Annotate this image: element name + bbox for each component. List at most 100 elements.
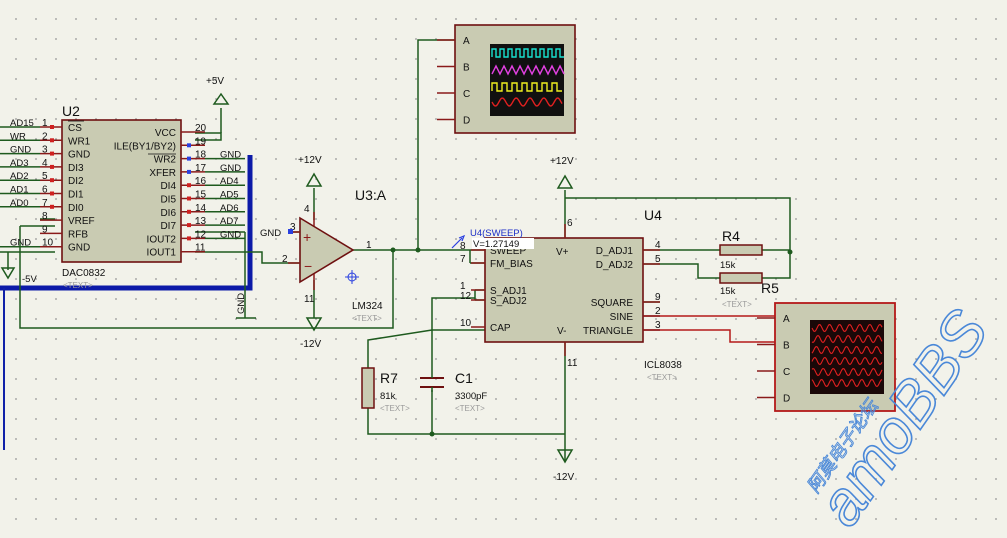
scope2-trace — [811, 367, 883, 377]
u4-right-pin-num: 2 — [655, 306, 661, 317]
u2-left-net-label: GND — [10, 238, 31, 249]
u4-bottom-pin-name: V- — [557, 326, 566, 337]
u2-pin-marker — [50, 178, 54, 183]
scope1-trace — [491, 48, 564, 58]
u2-right-pin-name: DI5 — [160, 195, 176, 206]
u2-left-net-label: GND — [10, 145, 31, 156]
u2-left-pin-name: GND — [68, 150, 90, 161]
u2-part: DAC0832 — [62, 268, 106, 279]
u2-right-pin-name: ILE(BY1/BY2) — [114, 141, 176, 152]
u2-right-pin-name: DI6 — [160, 208, 176, 219]
u2-left-pin-name: RFB — [68, 229, 88, 240]
u2-pin-marker — [187, 196, 191, 201]
vee12-b-label: -12V — [553, 472, 574, 483]
u4-text-tag: <TEXT> — [647, 373, 677, 382]
u2-left-pin-num: 6 — [42, 185, 48, 196]
u3-opamp[interactable]: + − 3 2 1 4 11 U3:A LM324 <TEXT> GND — [260, 187, 387, 323]
u2-left-net-label: AD2 — [10, 171, 28, 182]
r5-ref: R5 — [761, 280, 779, 296]
probe-value-box — [472, 238, 534, 249]
u3-pin-plus: 3 — [290, 222, 296, 233]
u2-pin-marker — [187, 143, 191, 148]
u2-pin-marker — [50, 204, 54, 209]
r7-ref: R7 — [380, 370, 398, 386]
u2-left-net-label: WR — [10, 131, 26, 142]
c1-capacitor[interactable]: C1 3300pF <TEXT> — [420, 370, 487, 413]
scope2-channel-label: A — [783, 314, 790, 325]
u2-right-net-label: AD6 — [220, 203, 238, 214]
vcc12-b-label: +12V — [550, 156, 574, 167]
u4-right-pin-name: SQUARE — [591, 298, 634, 309]
scope2-channel-label: D — [783, 394, 790, 405]
u2-left-pin-num: 3 — [42, 145, 48, 156]
u2-right-pin-name: IOUT2 — [147, 234, 177, 245]
u2-left-pin-name: DI3 — [68, 163, 84, 174]
r4-value: 15k — [720, 260, 736, 271]
u2-pin-marker — [50, 191, 54, 196]
u4-left-pin-name: SWEEP — [490, 246, 526, 257]
u3-pin-vee: 11 — [304, 294, 315, 305]
r7-text-tag: <TEXT> — [380, 404, 410, 413]
u2-right-net-label: GND — [220, 229, 241, 240]
u3-pin-minus: 2 — [282, 254, 288, 265]
u2-pin-marker — [187, 183, 191, 188]
scope2-trace — [811, 334, 883, 344]
u2-pin-marker — [187, 223, 191, 228]
u2-left-net-label: AD1 — [10, 185, 28, 196]
u2-right-pin-num: 18 — [195, 150, 207, 161]
u4-right-pin-num: 4 — [655, 240, 661, 251]
u2-ref: U2 — [62, 103, 80, 119]
gnd-label: GND — [236, 293, 247, 314]
scope2-screen — [810, 320, 884, 394]
u2-pin-marker — [50, 151, 54, 156]
scope2-channel-label: B — [783, 341, 790, 352]
r5-value: 15k — [720, 286, 736, 297]
u4-right-pin-name: TRIANGLE — [583, 326, 633, 337]
scope2-trace — [811, 323, 883, 333]
u3-pin-out: 1 — [366, 240, 372, 251]
c1-ref: C1 — [455, 370, 473, 386]
voltage-probe-icon[interactable] — [451, 234, 466, 249]
u2-left-pin-name: VREF — [68, 216, 95, 227]
u2-right-pin-name: DI4 — [160, 181, 176, 192]
u2-left-pin-name: WR1 — [68, 136, 91, 147]
probe-label: U4(SWEEP) — [470, 228, 523, 239]
u2-right-pin-num: 11 — [195, 243, 206, 254]
u2-body[interactable] — [61, 119, 182, 263]
u2-right-pin-num: 16 — [195, 176, 207, 187]
u2-left-pin-num: 7 — [42, 198, 48, 209]
u4-ref: U4 — [644, 207, 662, 223]
u4-left-pin-num: 7 — [460, 254, 466, 265]
u2-left-net-label: AD15 — [10, 118, 34, 129]
u4-bottom-pin-num: 11 — [567, 358, 578, 369]
r7-resistor[interactable]: R7 81k <TEXT> — [361, 367, 410, 413]
u2-pin-marker — [187, 156, 191, 161]
u2-left-pin-name: DI2 — [68, 176, 84, 187]
u2-left-pin-name: DI1 — [68, 190, 84, 201]
origin-marker-icon — [345, 270, 359, 284]
u3-triangle[interactable] — [299, 216, 355, 284]
u4-left-pin-name: CAP — [490, 323, 511, 334]
u2-right-pin-num: 13 — [195, 216, 207, 227]
u4-left-pin-name: S_ADJ1 — [490, 286, 527, 297]
u4-body[interactable] — [484, 237, 644, 343]
u2-left-net-label: AD3 — [10, 158, 28, 169]
u2-left-pin-num: 10 — [42, 238, 54, 249]
u2-pin-marker — [187, 209, 191, 214]
u4-right-pin-num: 9 — [655, 292, 661, 303]
scope2-trace — [811, 356, 883, 366]
r5-resistor[interactable]: 15k R5 <TEXT> — [719, 272, 779, 309]
r4-resistor[interactable]: R4 15k — [719, 228, 763, 271]
u2-left-net-label: AD0 — [10, 198, 28, 209]
u2-text-tag: <TEXT> — [63, 281, 93, 290]
vcc12-a-label: +12V — [298, 155, 322, 166]
u2-pin-marker — [50, 138, 54, 143]
u2-pin-marker — [50, 125, 54, 129]
u2-left-pin-num: 9 — [42, 224, 48, 235]
u2-right-pin-num: 20 — [195, 123, 207, 134]
u2-right-pin-name: WR2 — [154, 155, 177, 166]
